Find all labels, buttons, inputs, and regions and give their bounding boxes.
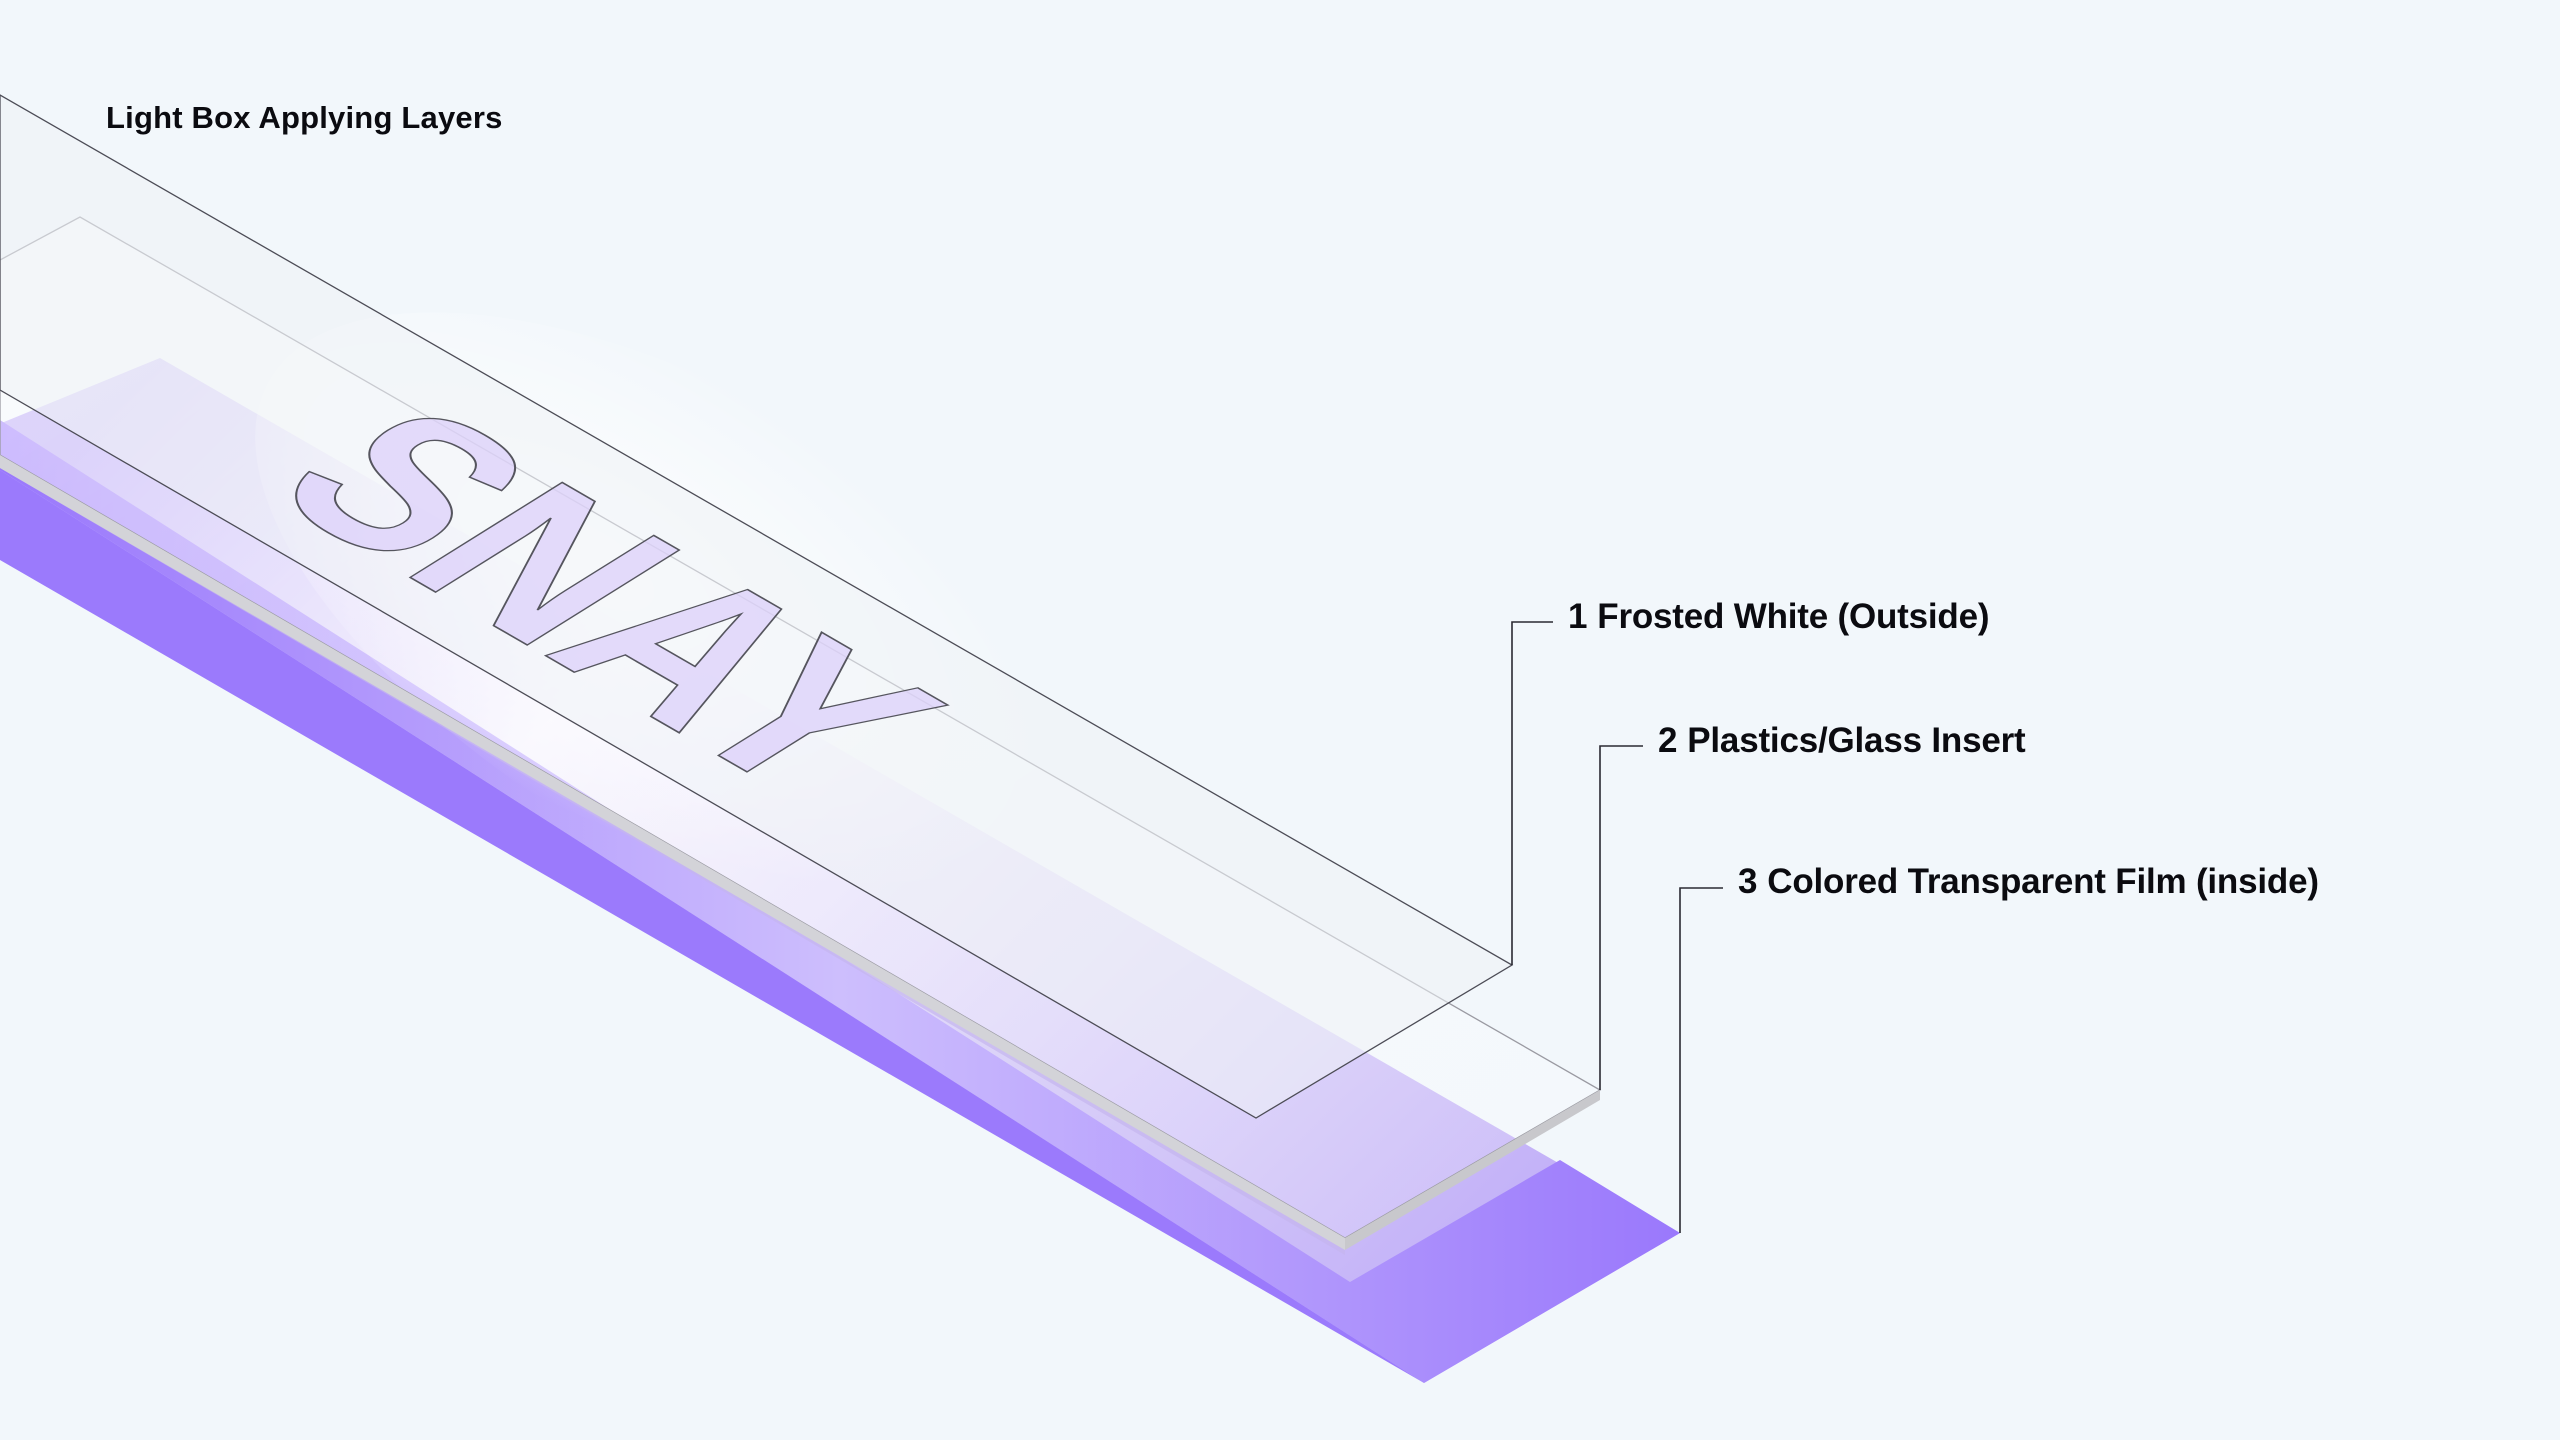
callout-leaders: [1511, 621, 1723, 1233]
leader-line-3: [1679, 887, 1723, 1233]
layer-1-frosted-white: [0, 94, 1514, 1119]
layer-1-label: Frosted White (Outside): [1597, 597, 1990, 636]
leader-line-1: [1511, 621, 1553, 965]
layer-3-label: Colored Transparent Film (inside): [1767, 862, 2319, 901]
diagram-title: Light Box Applying Layers: [106, 100, 503, 135]
layer-2-label: Plastics/Glass Insert: [1687, 721, 2026, 760]
layer-2-number: 2: [1658, 721, 1678, 760]
leader-line-2: [1599, 745, 1643, 1090]
layer-1-number: 1: [1568, 597, 1588, 636]
layer-3-number: 3: [1738, 862, 1758, 901]
